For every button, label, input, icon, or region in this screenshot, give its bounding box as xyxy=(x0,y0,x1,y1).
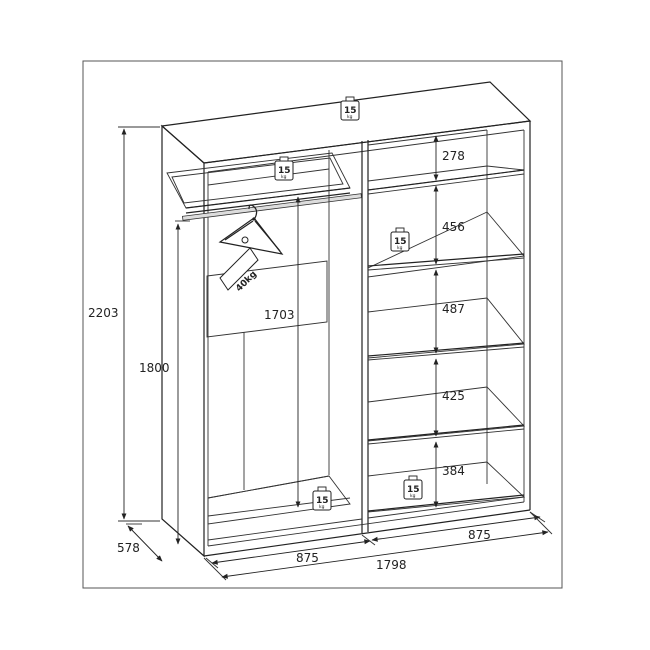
dim-depth-label: 578 xyxy=(117,541,140,555)
weight-icon-right-bottom: 15 kg xyxy=(403,475,423,500)
dim-hang-height-label: 1703 xyxy=(264,308,295,322)
shelf-gap-label-4: 425 xyxy=(442,389,465,403)
svg-text:kg: kg xyxy=(319,504,325,510)
shelf-gap-label-5: 384 xyxy=(442,464,465,478)
dim-width-right-label: 875 xyxy=(468,528,491,542)
outer-frame xyxy=(82,60,563,589)
dim-height-inner: 1800 xyxy=(139,220,190,545)
dim-height-total-label: 2203 xyxy=(88,306,119,320)
shelf-gap-label-3: 487 xyxy=(442,302,465,316)
wardrobe-body xyxy=(160,81,532,558)
svg-text:kg: kg xyxy=(281,174,287,180)
svg-text:kg: kg xyxy=(397,245,403,251)
weight-icon-right-shelf: 15 kg xyxy=(390,227,410,252)
dim-height-total: 2203 xyxy=(88,126,160,522)
dim-depth: 578 xyxy=(117,523,163,562)
weight-icon-top: 15 kg xyxy=(340,96,360,121)
shelf-gap-label-1: 278 xyxy=(442,149,465,163)
svg-text:15: 15 xyxy=(394,237,407,247)
svg-text:15: 15 xyxy=(278,166,291,176)
dim-width-left: 875 xyxy=(205,534,376,569)
svg-text:kg: kg xyxy=(410,493,416,499)
dim-width-total-label: 1798 xyxy=(376,558,407,572)
weight-icon-left-bottom: 15 kg xyxy=(312,486,332,511)
weight-icon-rail-shelf: 15 kg xyxy=(274,156,294,181)
right-shelves xyxy=(367,129,526,513)
dim-shelf-gaps: 278 456 487 425 384 xyxy=(433,135,465,508)
svg-text:15: 15 xyxy=(316,496,329,506)
svg-text:15: 15 xyxy=(344,106,357,116)
svg-text:kg: kg xyxy=(347,114,353,120)
svg-text:15: 15 xyxy=(407,485,420,495)
dim-width-total: 1798 xyxy=(203,511,553,581)
hanger-icon: 40kg xyxy=(218,204,284,294)
dim-width-right: 875 xyxy=(371,511,546,542)
dim-hang-height: 1703 xyxy=(264,196,301,508)
dim-height-inner-label: 1800 xyxy=(139,361,170,375)
shelf-gap-label-2: 456 xyxy=(442,220,465,234)
dim-width-left-label: 875 xyxy=(296,551,319,565)
